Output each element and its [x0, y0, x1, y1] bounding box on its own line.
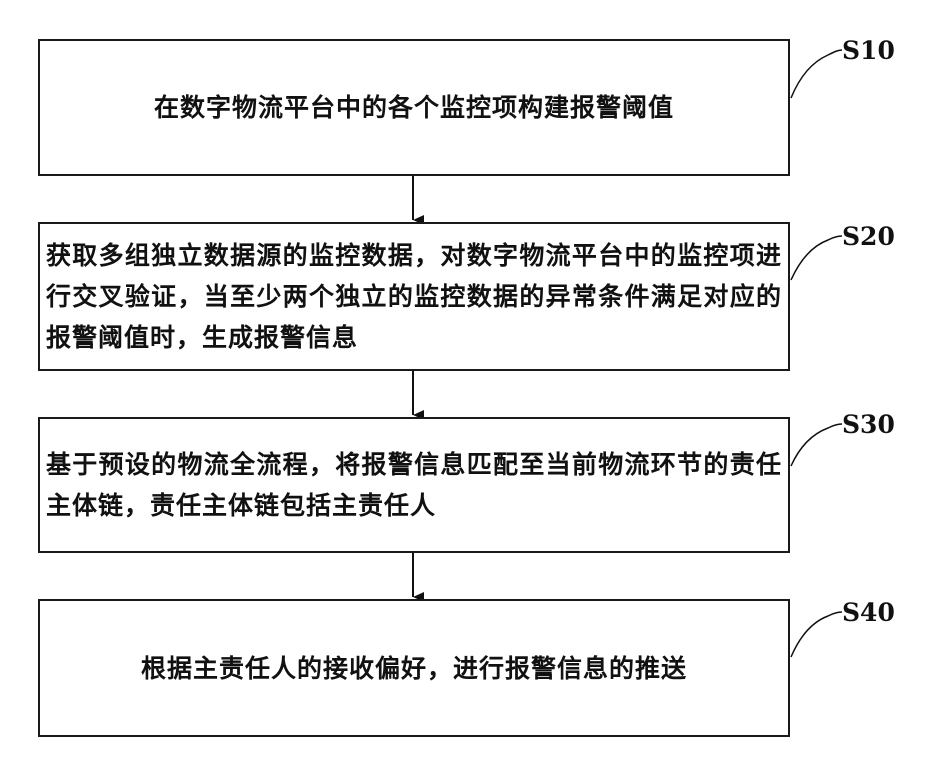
- step-label-s40: S40: [842, 598, 895, 627]
- step-box-s40: 根据主责任人的接收偏好，进行报警信息的推送: [38, 599, 790, 737]
- leader-line-s10: [791, 50, 842, 98]
- step-text-s30: 基于预设的物流全流程，将报警信息匹配至当前物流环节的责任主体链，责任主体链包括主…: [40, 444, 788, 526]
- step-box-s10: 在数字物流平台中的各个监控项构建报警阈值: [38, 39, 790, 176]
- step-box-s30: 基于预设的物流全流程，将报警信息匹配至当前物流环节的责任主体链，责任主体链包括主…: [38, 417, 790, 553]
- step-box-s20: 获取多组独立数据源的监控数据，对数字物流平台中的监控项进行交叉验证，当至少两个独…: [38, 222, 790, 371]
- leader-line-s40: [791, 612, 842, 657]
- step-label-s10: S10: [842, 36, 895, 65]
- leader-line-s20: [791, 236, 842, 280]
- step-label-s30: S30: [842, 410, 895, 439]
- step-text-s40: 根据主责任人的接收偏好，进行报警信息的推送: [40, 648, 788, 689]
- leader-line-s30: [791, 424, 842, 466]
- step-label-s20: S20: [842, 222, 895, 251]
- step-text-s10: 在数字物流平台中的各个监控项构建报警阈值: [40, 87, 788, 128]
- step-text-s20: 获取多组独立数据源的监控数据，对数字物流平台中的监控项进行交叉验证，当至少两个独…: [40, 235, 788, 358]
